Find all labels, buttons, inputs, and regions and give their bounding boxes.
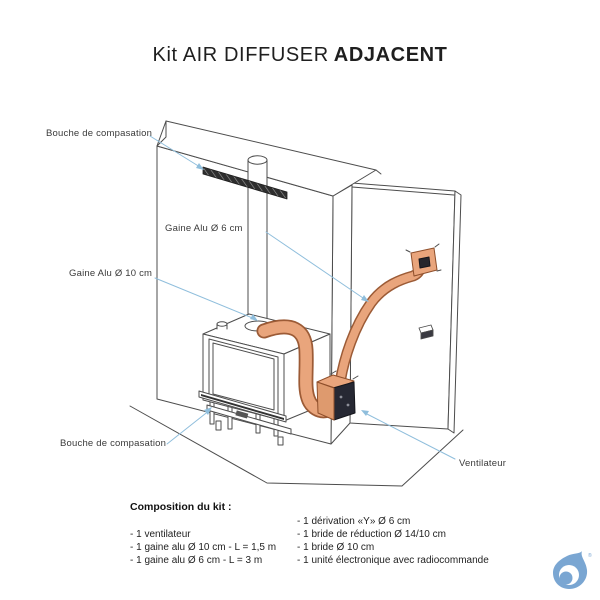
composition-item: - 1 dérivation «Y» Ø 6 cm xyxy=(297,516,411,527)
label-bottom-compensation-vent: Bouche de compasation xyxy=(60,438,167,449)
top-knob xyxy=(216,321,228,330)
fireplace-insert xyxy=(202,313,331,437)
arrow-fan xyxy=(361,410,456,460)
top-compensation-vent xyxy=(202,166,288,200)
title-regular: Kit AIR DIFFUSER xyxy=(152,44,329,66)
ventilator-box xyxy=(316,370,359,421)
arrow-bottom-vent xyxy=(166,407,212,445)
brand-droplet-logo: ® xyxy=(552,548,598,598)
composition-column-1: - 1 ventilateur - 1 gaine alu Ø 10 cm - … xyxy=(130,528,276,567)
composition-column-2: - 1 dérivation «Y» Ø 6 cm - 1 bride de r… xyxy=(297,515,489,567)
wall-socket xyxy=(418,324,434,340)
composition-heading: Composition du kit : xyxy=(130,501,232,513)
arrow-duct6 xyxy=(265,231,369,302)
label-gaine-alu-6cm: Gaine Alu Ø 6 cm xyxy=(165,223,243,234)
flue-duct-10cm xyxy=(247,155,268,328)
arrow-duct10 xyxy=(154,277,258,321)
leader-arrows xyxy=(149,135,456,460)
label-top-compensation-vent: Bouche de compasation xyxy=(46,128,153,139)
arrow-top-vent xyxy=(149,135,204,170)
air-outlet-box xyxy=(405,243,442,277)
composition-item: - 1 bride Ø 10 cm xyxy=(297,542,375,553)
label-ventilateur: Ventilateur xyxy=(459,458,507,469)
composition-item: - 1 gaine alu Ø 10 cm - L = 1,5 m xyxy=(130,542,277,553)
registered-mark: ® xyxy=(588,553,592,559)
composition-item: - 1 unité électronique avec radiocommand… xyxy=(297,555,489,566)
composition-item: - 1 bride de réduction Ø 14/10 cm xyxy=(297,529,446,540)
composition-item: - 1 gaine alu Ø 6 cm - L = 3 m xyxy=(130,555,263,566)
label-gaine-alu-10cm: Gaine Alu Ø 10 cm xyxy=(69,268,153,279)
bottom-compensation-grille xyxy=(198,390,292,446)
title-bold: ADJACENT xyxy=(333,44,448,66)
composition-item: - 1 ventilateur xyxy=(130,529,191,540)
droplet-icon xyxy=(553,551,588,589)
room-wall xyxy=(349,182,462,434)
